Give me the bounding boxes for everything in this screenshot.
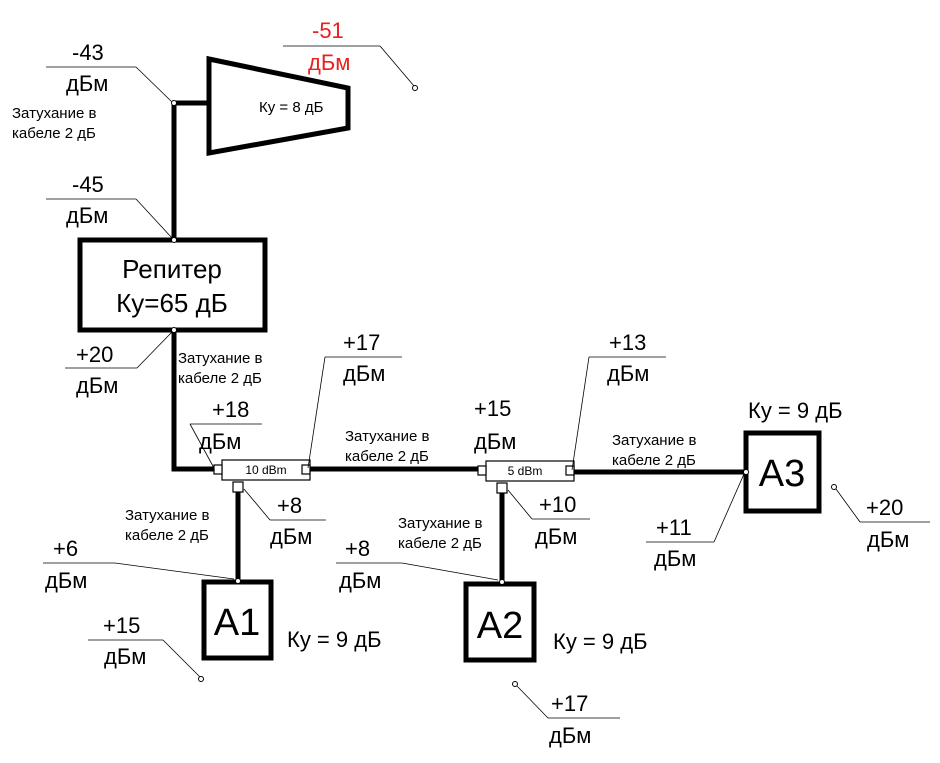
level-value: +17 [551, 691, 588, 716]
level-unit: дБм [270, 524, 312, 549]
level-antenna-input: -51 дБм [283, 18, 418, 91]
level-value: -43 [72, 40, 104, 65]
svg-text:кабеле 2 дБ: кабеле 2 дБ [12, 125, 96, 142]
repeater-gain: Ку=65 дБ [116, 288, 228, 318]
antenna-a1 [201, 579, 274, 661]
level-unit: дБм [549, 723, 591, 748]
antenna-a1-id: A1 [214, 602, 260, 644]
level-value: +6 [53, 536, 78, 561]
level-a3-output: +20 дБм [831, 484, 930, 552]
svg-text:Затухание в: Затухание в [125, 507, 209, 524]
cable-repeater-tap1 [171, 330, 222, 472]
level-tap2-through: +13 дБм [571, 330, 666, 471]
tap1-port-out [301, 464, 311, 475]
svg-text:кабеле 2 дБ: кабеле 2 дБ [398, 535, 482, 552]
cable-loss-note-1: Затухание в кабеле 2 дБ [12, 105, 96, 142]
level-value: -45 [72, 172, 104, 197]
tap-5dbm: 5 dBm [477, 460, 575, 494]
svg-text:кабеле 2 дБ: кабеле 2 дБ [125, 527, 209, 544]
level-value: +13 [609, 330, 646, 355]
level-unit: дБм [66, 203, 108, 228]
level-unit: дБм [867, 527, 909, 552]
antenna-a3-id: A3 [759, 453, 805, 495]
antenna-a1-gain: Ку = 9 дБ [287, 627, 382, 652]
level-unit: дБм [339, 568, 381, 593]
level-unit: дБм [654, 546, 696, 571]
level-value: +10 [539, 492, 576, 517]
level-repeater-input: -45 дБм [46, 172, 177, 243]
tap2-port-out [565, 465, 575, 476]
svg-text:Затухание в: Затухание в [345, 428, 429, 445]
cable-loss-note-3: Затухание в кабеле 2 дБ [345, 428, 429, 465]
level-unit: дБм [66, 71, 108, 96]
level-tap2-branch: +10 дБм [507, 489, 590, 549]
svg-text:Затухание в: Затухание в [398, 515, 482, 532]
level-tap2-input: +15 дБм [474, 396, 516, 454]
cable-loss-note-6: Затухание в кабеле 2 дБ [398, 515, 482, 552]
svg-text:кабеле 2 дБ: кабеле 2 дБ [345, 448, 429, 465]
tap2-port-in [477, 465, 487, 476]
level-tap1-through: +17 дБм [307, 330, 402, 469]
antenna-a3-gain: Ку = 9 дБ [748, 398, 843, 423]
svg-text:Затухание в: Затухание в [12, 105, 96, 122]
level-value: +8 [277, 493, 302, 518]
level-value: +15 [474, 396, 511, 421]
level-value: +11 [656, 515, 692, 540]
antenna-a2-id: A2 [477, 605, 523, 647]
level-unit: дБм [76, 373, 118, 398]
level-a2-input: +8 дБм [336, 536, 505, 593]
level-repeater-output: +20 дБм [65, 327, 177, 398]
level-value: +15 [103, 613, 140, 638]
svg-text:кабеле 2 дБ: кабеле 2 дБ [178, 370, 262, 387]
antenna-a2 [463, 581, 537, 663]
tap2-label: 5 dBm [508, 464, 543, 478]
level-unit: дБм [199, 429, 241, 454]
donor-antenna-gain: Ку = 8 дБ [259, 99, 324, 116]
level-value: +20 [866, 495, 903, 520]
svg-text:Затухание в: Затухание в [178, 350, 262, 367]
level-a1-input: +6 дБм [43, 536, 241, 593]
cable-loss-note-5: Затухание в кабеле 2 дБ [125, 507, 209, 544]
antenna-a2-gain: Ку = 9 дБ [553, 629, 648, 654]
tap1-label: 10 dBm [245, 463, 286, 477]
level-unit: дБм [535, 524, 577, 549]
level-a1-output: +15 дБм [88, 613, 204, 682]
cable-loss-note-2: Затухание в кабеле 2 дБ [178, 350, 262, 387]
level-unit: дБм [474, 429, 516, 454]
donor-antenna [206, 55, 351, 156]
level-a3-input: +11 дБм [646, 469, 749, 571]
tap-10dbm: 10 dBm [213, 459, 311, 493]
tap1-port-in [213, 464, 223, 475]
level-value: -51 [312, 18, 344, 43]
level-tap1-input: +18 дБм [189, 397, 262, 469]
cable-loss-note-4: Затухание в кабеле 2 дБ [612, 432, 696, 469]
level-unit: дБм [308, 50, 350, 75]
level-unit: дБм [607, 361, 649, 386]
tap1-port-branch [232, 481, 244, 493]
level-value: +20 [76, 342, 113, 367]
repeater-name: Репитер [122, 254, 222, 284]
level-unit: дБм [343, 361, 385, 386]
tap2-port-branch [496, 482, 508, 494]
level-value: +18 [212, 397, 249, 422]
level-unit: дБм [45, 568, 87, 593]
level-unit: дБм [104, 644, 146, 669]
level-antenna-output: -43 дБм [46, 40, 177, 106]
svg-text:кабеле 2 дБ: кабеле 2 дБ [612, 452, 696, 469]
level-tap1-branch: +8 дБм [243, 488, 326, 549]
svg-text:Затухание в: Затухание в [612, 432, 696, 449]
level-value: +17 [343, 330, 380, 355]
level-a2-output: +17 дБм [512, 681, 620, 748]
level-value: +8 [345, 536, 370, 561]
